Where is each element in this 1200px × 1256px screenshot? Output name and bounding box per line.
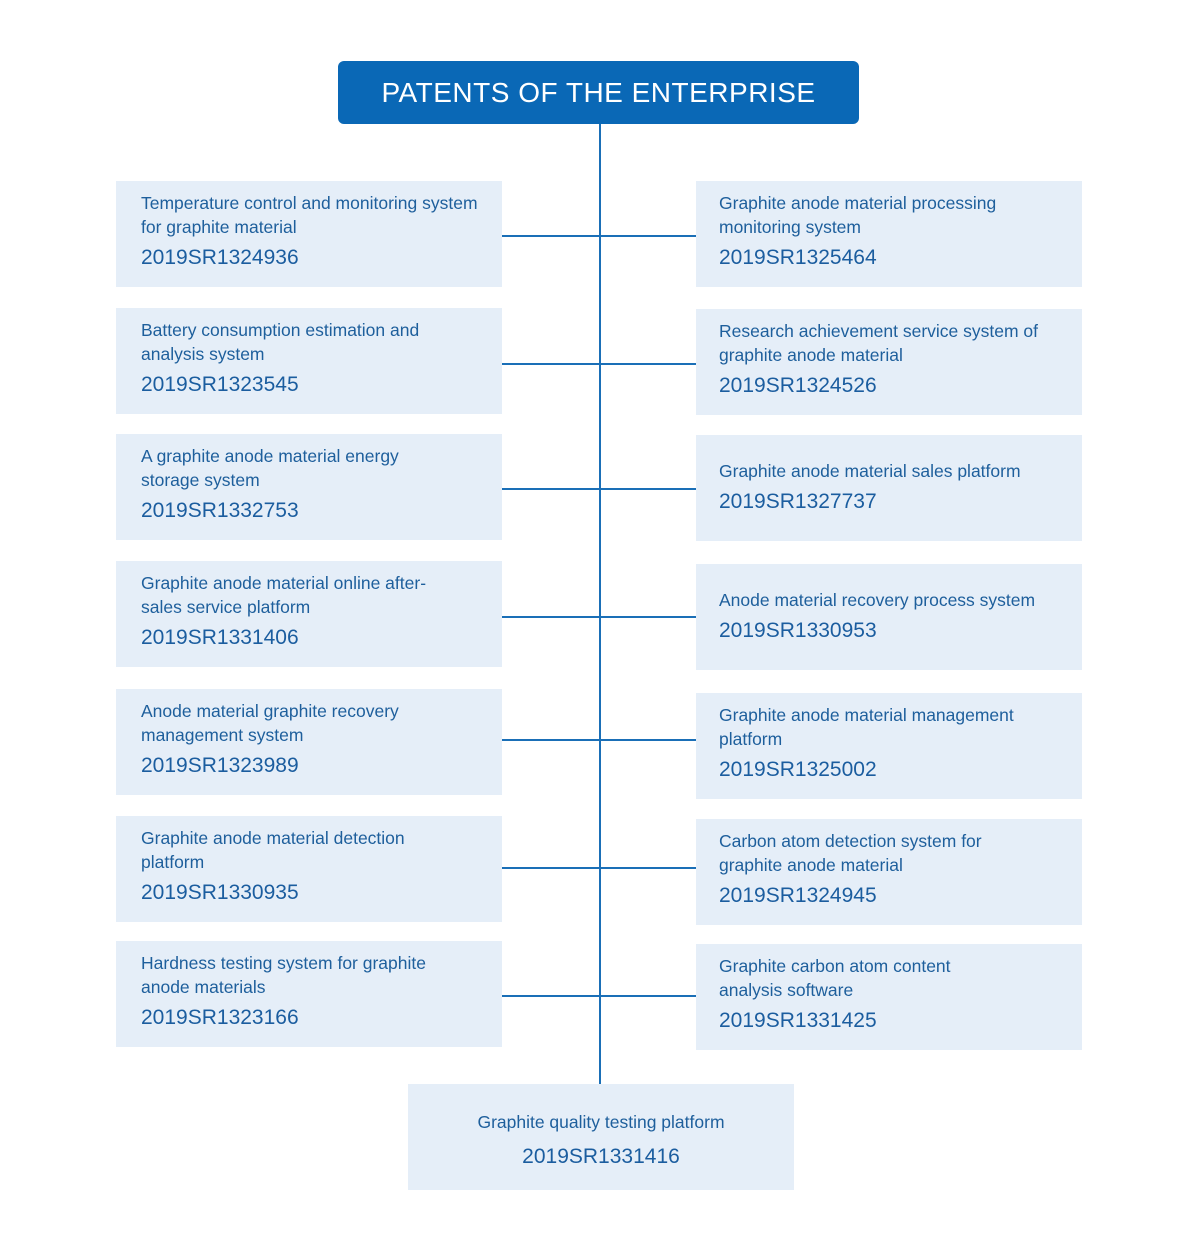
patent-card-right-3: Graphite anode material sales platform 2…: [696, 435, 1082, 541]
patent-card-left-5: Anode material graphite recovery managem…: [116, 689, 502, 795]
patent-card-left-1: Temperature control and monitoring syste…: [116, 181, 502, 287]
patent-card-left-4: Graphite anode material online after-sal…: [116, 561, 502, 667]
patent-card-right-6: Carbon atom detection system for graphit…: [696, 819, 1082, 925]
patent-card-left-7: Hardness testing system for graphite ano…: [116, 941, 502, 1047]
patent-card-left-6: Graphite anode material detection platfo…: [116, 816, 502, 922]
branch-connector-line: [501, 488, 697, 490]
patent-title: Temperature control and monitoring syste…: [141, 193, 478, 237]
patent-title: Battery consumption estimation and analy…: [141, 320, 420, 364]
patent-card-right-7: Graphite carbon atom content analysis so…: [696, 944, 1082, 1050]
patent-title: Graphite anode material processing monit…: [719, 193, 997, 237]
patent-card-bottom: Graphite quality testing platform 2019SR…: [408, 1084, 794, 1190]
patent-code: 2019SR1331406: [141, 626, 299, 649]
patent-title: Graphite quality testing platform: [477, 1112, 725, 1132]
patent-code: 2019SR1325002: [719, 758, 877, 781]
trunk-connector-line: [599, 124, 601, 1084]
patent-title: Graphite anode material detection platfo…: [141, 828, 405, 872]
diagram-title: PATENTS OF THE ENTERPRISE: [338, 61, 859, 124]
patent-code: 2019SR1324526: [719, 374, 877, 397]
patent-code: 2019SR1332753: [141, 499, 299, 522]
patent-code: 2019SR1331425: [719, 1009, 877, 1032]
patent-code: 2019SR1330935: [141, 881, 299, 904]
patent-card-right-4: Anode material recovery process system 2…: [696, 564, 1082, 670]
branch-connector-line: [501, 363, 697, 365]
patent-card-left-2: Battery consumption estimation and analy…: [116, 308, 502, 414]
patent-title: Anode material recovery process system: [719, 590, 1036, 610]
patent-title: Anode material graphite recovery managem…: [141, 701, 399, 745]
patent-code: 2019SR1324945: [719, 884, 877, 907]
patent-title: Hardness testing system for graphite ano…: [141, 953, 426, 997]
patent-code: 2019SR1330953: [719, 619, 877, 642]
patent-card-right-5: Graphite anode material management platf…: [696, 693, 1082, 799]
branch-connector-line: [501, 867, 697, 869]
branch-connector-line: [501, 616, 697, 618]
patent-title: Graphite carbon atom content analysis so…: [719, 956, 951, 1000]
patent-code: 2019SR1325464: [719, 246, 877, 269]
patent-card-right-2: Research achievement service system of g…: [696, 309, 1082, 415]
patent-title: Carbon atom detection system for graphit…: [719, 831, 982, 875]
patent-code: 2019SR1331416: [522, 1145, 680, 1168]
patent-code: 2019SR1327737: [719, 490, 877, 513]
patent-code: 2019SR1324936: [141, 246, 299, 269]
patent-card-left-3: A graphite anode material energy storage…: [116, 434, 502, 540]
patent-title: Graphite anode material management platf…: [719, 705, 1014, 749]
patent-title: Graphite anode material online after-sal…: [141, 573, 427, 617]
patent-title: A graphite anode material energy storage…: [141, 446, 399, 490]
patent-code: 2019SR1323166: [141, 1006, 299, 1029]
patent-card-right-1: Graphite anode material processing monit…: [696, 181, 1082, 287]
patent-title: Research achievement service system of g…: [719, 321, 1039, 365]
patent-code: 2019SR1323989: [141, 754, 299, 777]
patent-code: 2019SR1323545: [141, 373, 299, 396]
branch-connector-line: [501, 995, 697, 997]
branch-connector-line: [501, 235, 697, 237]
patent-title: Graphite anode material sales platform: [719, 461, 1021, 481]
branch-connector-line: [501, 739, 697, 741]
